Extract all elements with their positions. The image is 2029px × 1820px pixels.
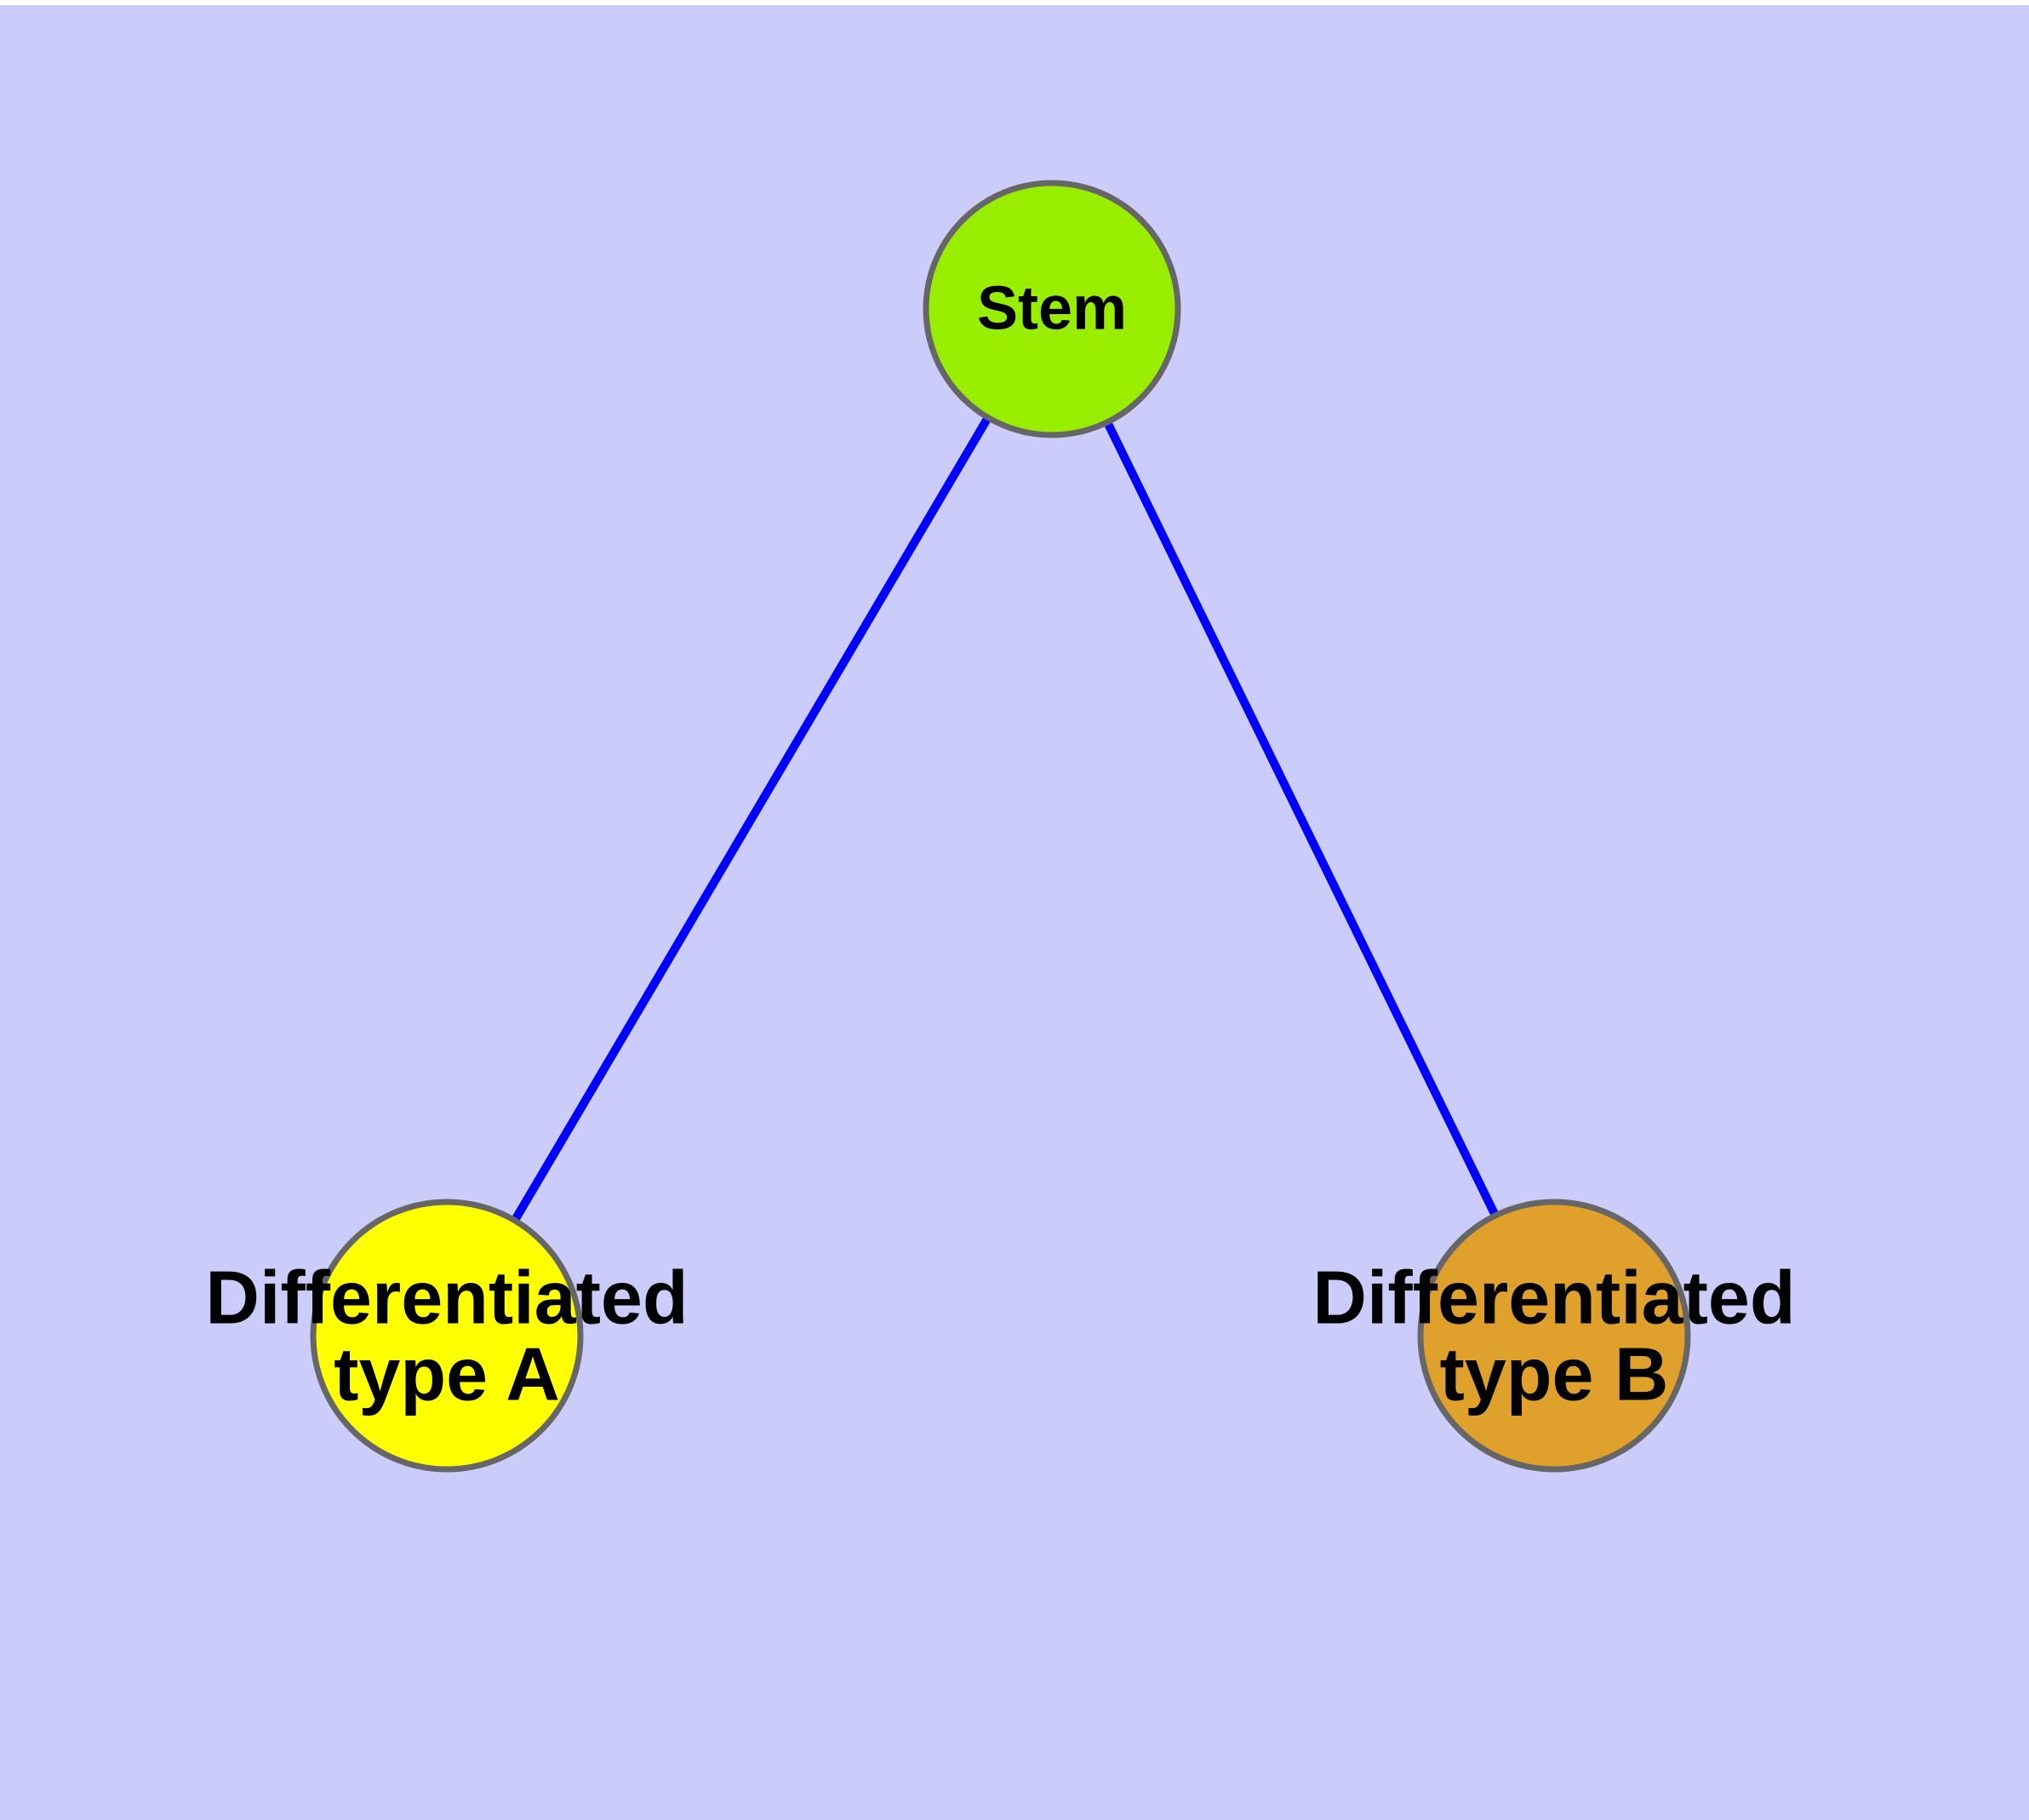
canvas-top-margin [0, 0, 2029, 5]
edges-layer [509, 412, 1501, 1226]
node-circle-stem[interactable] [923, 180, 1181, 438]
node-circle-diff_b[interactable] [1417, 1199, 1691, 1473]
nodes-layer [310, 180, 1691, 1473]
edge-stem-diff-b[interactable] [1101, 417, 1501, 1221]
edge-stem-diff-a[interactable] [509, 412, 994, 1226]
node-circle-diff_a[interactable] [310, 1199, 584, 1473]
